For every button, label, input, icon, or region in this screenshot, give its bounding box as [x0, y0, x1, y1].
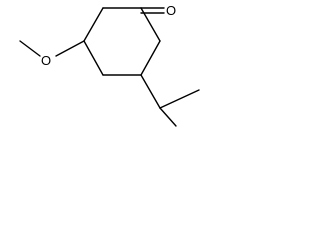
ring-bond-left-lower — [83, 40, 104, 76]
ether-oxygen-label: O — [41, 53, 51, 68]
skeletal-formula: O O — [19, 3, 200, 127]
ring-bond-right-lower — [140, 40, 161, 76]
isopropyl-methyl-bond-1 — [159, 89, 200, 109]
chemical-structure-canvas: O O — [0, 0, 215, 133]
isopropyl-bond — [140, 74, 161, 109]
ether-bond-methyl — [19, 40, 41, 57]
ketone-oxygen-label: O — [166, 3, 176, 18]
isopropyl-methyl-bond-2 — [159, 107, 177, 127]
ether-bond-ring — [55, 40, 85, 57]
ring-bond-left-upper — [83, 7, 104, 42]
